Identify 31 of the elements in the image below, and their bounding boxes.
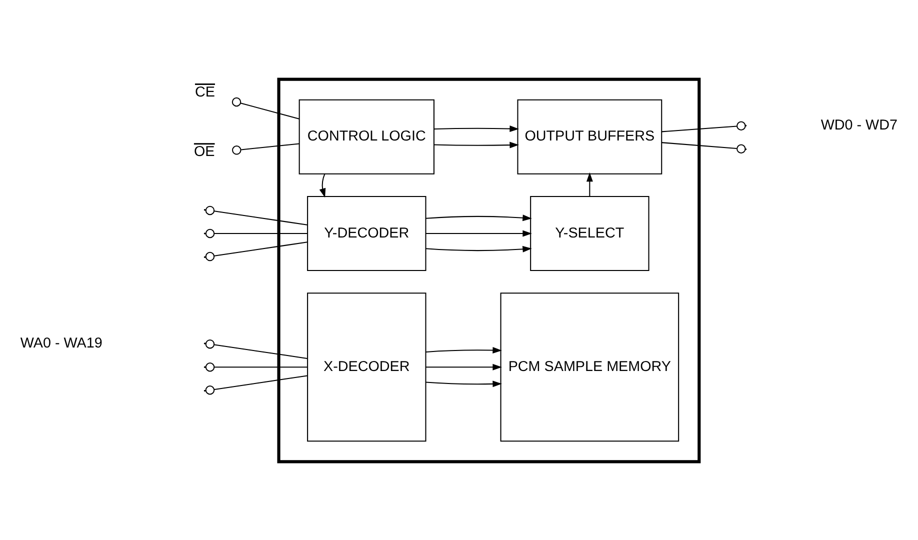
cluster xyxy=(277,77,701,463)
label: WD0 - WD7 xyxy=(820,116,898,133)
arrow xyxy=(319,173,326,198)
node-box: Y-SELECT xyxy=(530,195,650,271)
label: WA0 - WA19 xyxy=(20,334,102,351)
node-box: CONTROL LOGIC xyxy=(298,98,434,174)
node-box: PCM SAMPLE MEMORY xyxy=(500,292,680,442)
connector xyxy=(662,125,737,132)
connector xyxy=(214,241,308,256)
arrow xyxy=(586,172,593,196)
connector xyxy=(214,366,308,368)
connector xyxy=(214,232,308,234)
connector xyxy=(214,344,308,358)
connector xyxy=(662,142,737,149)
connector xyxy=(214,210,308,225)
arrow xyxy=(426,214,532,221)
arrow xyxy=(426,380,502,387)
node-box: Y-DECODER xyxy=(307,195,426,271)
arrow xyxy=(426,363,502,370)
connector xyxy=(214,374,308,390)
arrow xyxy=(426,245,532,252)
node-text: OE xyxy=(194,144,215,160)
arrow xyxy=(434,124,519,132)
arrow xyxy=(434,141,519,148)
connector xyxy=(232,96,300,119)
node-text: CE xyxy=(195,84,215,100)
arrow xyxy=(426,346,502,354)
node-box: X-DECODER xyxy=(307,292,426,442)
connector xyxy=(232,142,300,154)
node-box: OUTPUT BUFFERS xyxy=(517,98,662,174)
arrow xyxy=(426,230,532,236)
